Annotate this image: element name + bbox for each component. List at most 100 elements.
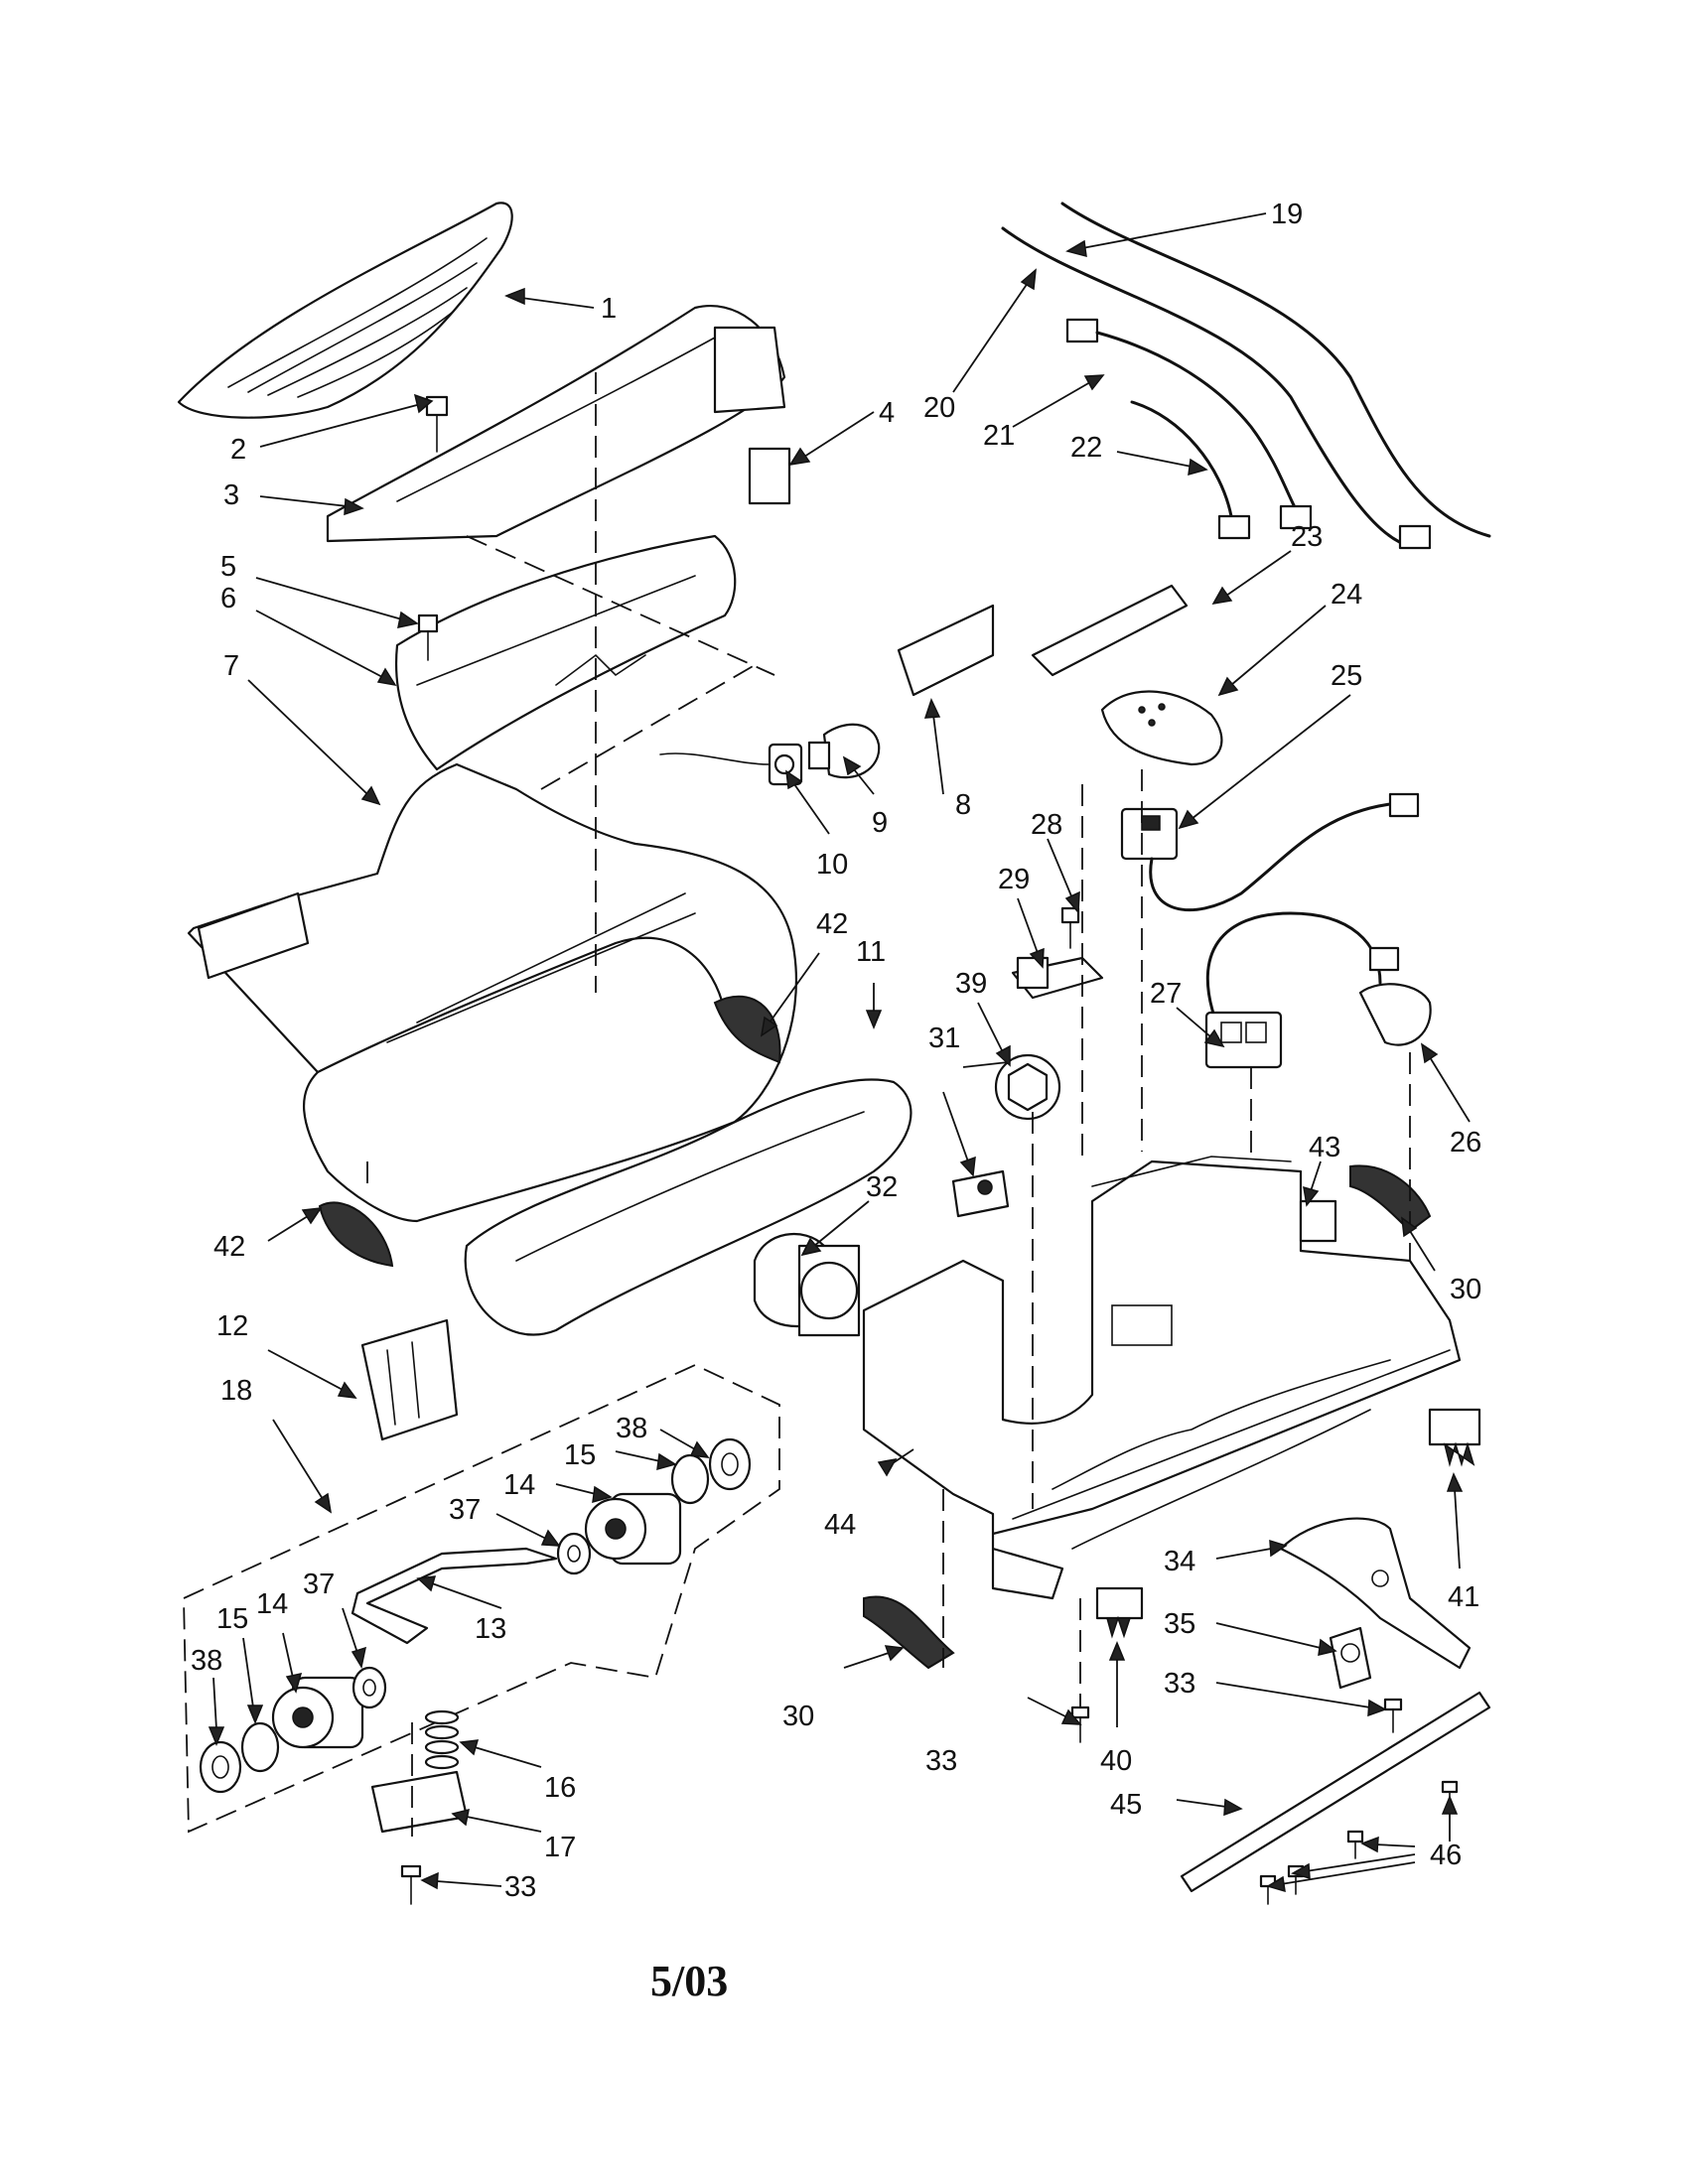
callout-28: 28 [1031,809,1062,841]
part-1-lens [177,202,513,419]
callout-13: 13 [475,1613,506,1645]
callout-31: 31 [928,1023,960,1054]
callout-5: 5 [220,551,236,583]
callout-33-right: 33 [1164,1668,1195,1700]
part-3-hood-cover [326,305,786,543]
part-8-lamp-bracket [897,604,995,697]
part-14-brush-end-left [271,1676,364,1749]
part-37-bearing-right [556,1532,592,1575]
callout-15-right: 15 [564,1439,596,1471]
callout-6: 6 [220,583,236,614]
callout-30-left: 30 [782,1701,814,1732]
part-33-screw-left [400,1864,422,1905]
callout-1: 1 [601,293,617,325]
part-39-seal [994,1053,1061,1121]
part-31-clip [951,1169,1010,1218]
callout-27: 27 [1150,978,1182,1010]
part-34-plate [1279,1517,1472,1670]
callout-42-left: 42 [213,1231,245,1263]
date-code: 5/03 [650,1957,728,2005]
callout-3: 3 [223,479,239,511]
callout-29: 29 [998,864,1030,895]
callout-10: 10 [816,849,848,881]
callout-33-left: 33 [504,1871,536,1903]
part-24-switch-cap [1100,690,1223,766]
part-26-connector [1205,911,1432,1046]
part-41-brush-strip [1428,1408,1481,1467]
callout-33-center: 33 [925,1745,957,1777]
callout-17: 17 [544,1832,576,1863]
callout-30-right: 30 [1450,1274,1481,1305]
part-37-bearing-left [351,1666,387,1709]
part-29-bracket [1011,956,1104,1000]
part-42-pad-right [713,995,781,1064]
part-44-base-housing [862,1156,1462,1600]
callout-41: 41 [1448,1581,1479,1613]
part-18-brushroll-kit-outline [183,1364,780,1834]
callout-25: 25 [1331,660,1362,692]
part-25-switch [1120,792,1420,912]
callout-20: 20 [923,392,955,424]
callout-labels: 1 2 3 4 5 6 7 8 9 10 11 12 13 14 14 15 1… [191,199,1481,1903]
callout-26: 26 [1450,1127,1481,1159]
callout-23: 23 [1291,521,1323,553]
part-19-cord [1060,202,1491,538]
part-5-screw [417,614,439,661]
callout-21: 21 [983,420,1015,452]
part-38-washer-left [199,1740,242,1794]
callout-32: 32 [866,1171,898,1203]
callout-38-right: 38 [616,1413,647,1444]
part-12-clip [360,1318,459,1441]
callout-37-left: 37 [303,1569,335,1600]
part-11-bumper [464,1078,912,1336]
callout-14-left: 14 [256,1588,288,1620]
part-10-bulb-socket [659,743,803,786]
part-40-brush-strip [1095,1586,1144,1639]
part-30-pad-right [1349,1164,1432,1233]
part-14-brush-end-right [584,1492,682,1566]
callout-8: 8 [955,789,971,821]
part-32-duct [753,1232,861,1337]
part-15-oring-right [670,1453,710,1505]
callout-12: 12 [216,1310,248,1342]
part-45-bottom-plate [1180,1691,1491,1893]
part-17-plate [370,1770,469,1834]
part-30-pad-left [863,1595,955,1670]
callout-46: 46 [1430,1840,1462,1871]
callout-24: 24 [1331,579,1362,611]
callout-39: 39 [955,968,987,1000]
part-16-spring [424,1709,460,1770]
part-13-axle [351,1547,558,1645]
part-7-nozzle-body [187,762,798,1223]
callout-19: 19 [1271,199,1303,230]
part-22-harness [1130,400,1251,540]
callout-4: 4 [879,397,895,429]
part-38-washer-right [708,1437,752,1491]
part-6-lamp-housing [395,534,737,771]
callout-34: 34 [1164,1546,1195,1577]
callout-11: 11 [856,936,886,968]
callout-9: 9 [872,807,888,839]
part-20-cord [1001,226,1412,548]
callout-44: 44 [824,1509,856,1541]
part-46-screws [1259,1780,1459,1905]
part-42-pad-left [318,1201,394,1268]
part-33-screw-right [1383,1698,1403,1733]
part-4-filter-pad [748,447,791,505]
callout-2: 2 [230,434,246,466]
callout-14-right: 14 [503,1469,535,1501]
callout-38-left: 38 [191,1645,222,1677]
callout-40: 40 [1100,1745,1132,1777]
part-35-bracket [1329,1626,1372,1690]
part-43-pad [1299,1199,1337,1243]
callout-18: 18 [220,1375,252,1407]
callout-22: 22 [1070,432,1102,464]
callout-37-right: 37 [449,1494,481,1526]
callout-15-left: 15 [216,1603,248,1635]
callout-42-right: 42 [816,908,848,940]
part-21-harness [1065,318,1432,550]
callout-16: 16 [544,1772,576,1804]
leader-arrows [208,212,1471,1893]
callout-45: 45 [1110,1789,1142,1821]
